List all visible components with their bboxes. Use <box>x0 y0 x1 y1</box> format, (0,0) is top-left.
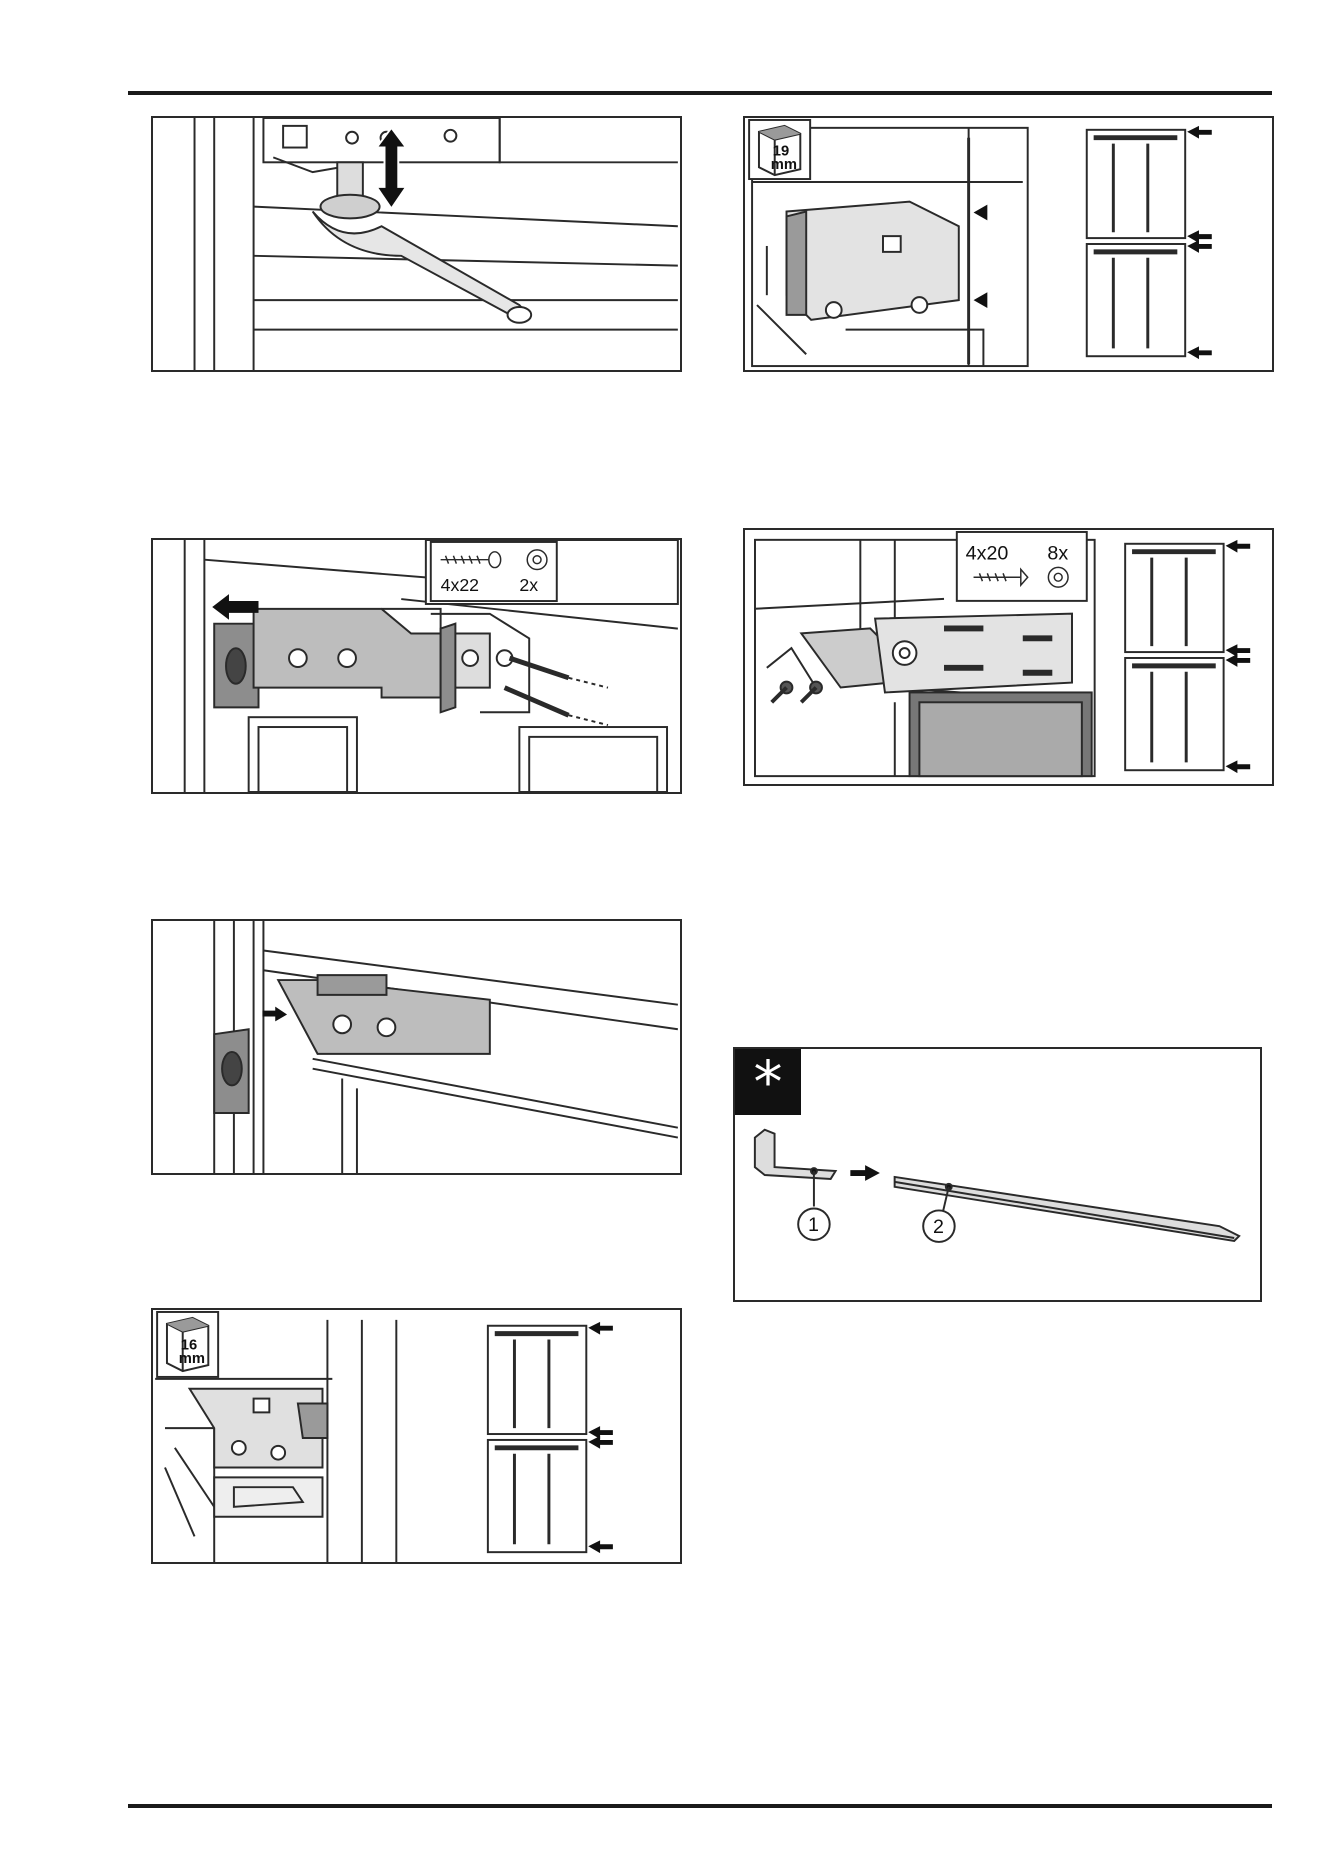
arrow-left-icon <box>1187 126 1212 359</box>
screw-quantity-label: 8x <box>1047 543 1068 565</box>
thickness-unit: mm <box>179 1351 205 1367</box>
thickness-unit: mm <box>771 157 797 173</box>
figure-16mm-door: 16 mm <box>151 1308 682 1564</box>
header-rule <box>128 91 1272 95</box>
figure-screws-4x22: 4x22 2x <box>151 538 682 794</box>
callout-2: 2 <box>933 1216 944 1238</box>
figure-19mm-door: 19 mm <box>743 116 1274 372</box>
screw-spec-label: 4x20 <box>966 543 1009 565</box>
arrow-right-icon <box>850 1165 880 1181</box>
screw-spec-label: 4x22 <box>441 575 479 595</box>
footer-rule <box>128 1804 1272 1808</box>
arrow-right-icon <box>262 1007 287 1022</box>
figure-wrench-adjust-foot <box>151 116 682 372</box>
figure-cover-clip <box>151 919 682 1175</box>
arrow-left-icon <box>588 1322 613 1553</box>
figure-screws-4x20: 4x20 8x <box>743 528 1274 786</box>
screw-quantity-label: 2x <box>519 575 538 595</box>
arrow-left-icon <box>1226 540 1251 773</box>
callout-1: 1 <box>808 1214 819 1236</box>
arrow-left-icon <box>212 594 258 620</box>
figure-tip-tool: * 1 2 <box>733 1047 1262 1302</box>
